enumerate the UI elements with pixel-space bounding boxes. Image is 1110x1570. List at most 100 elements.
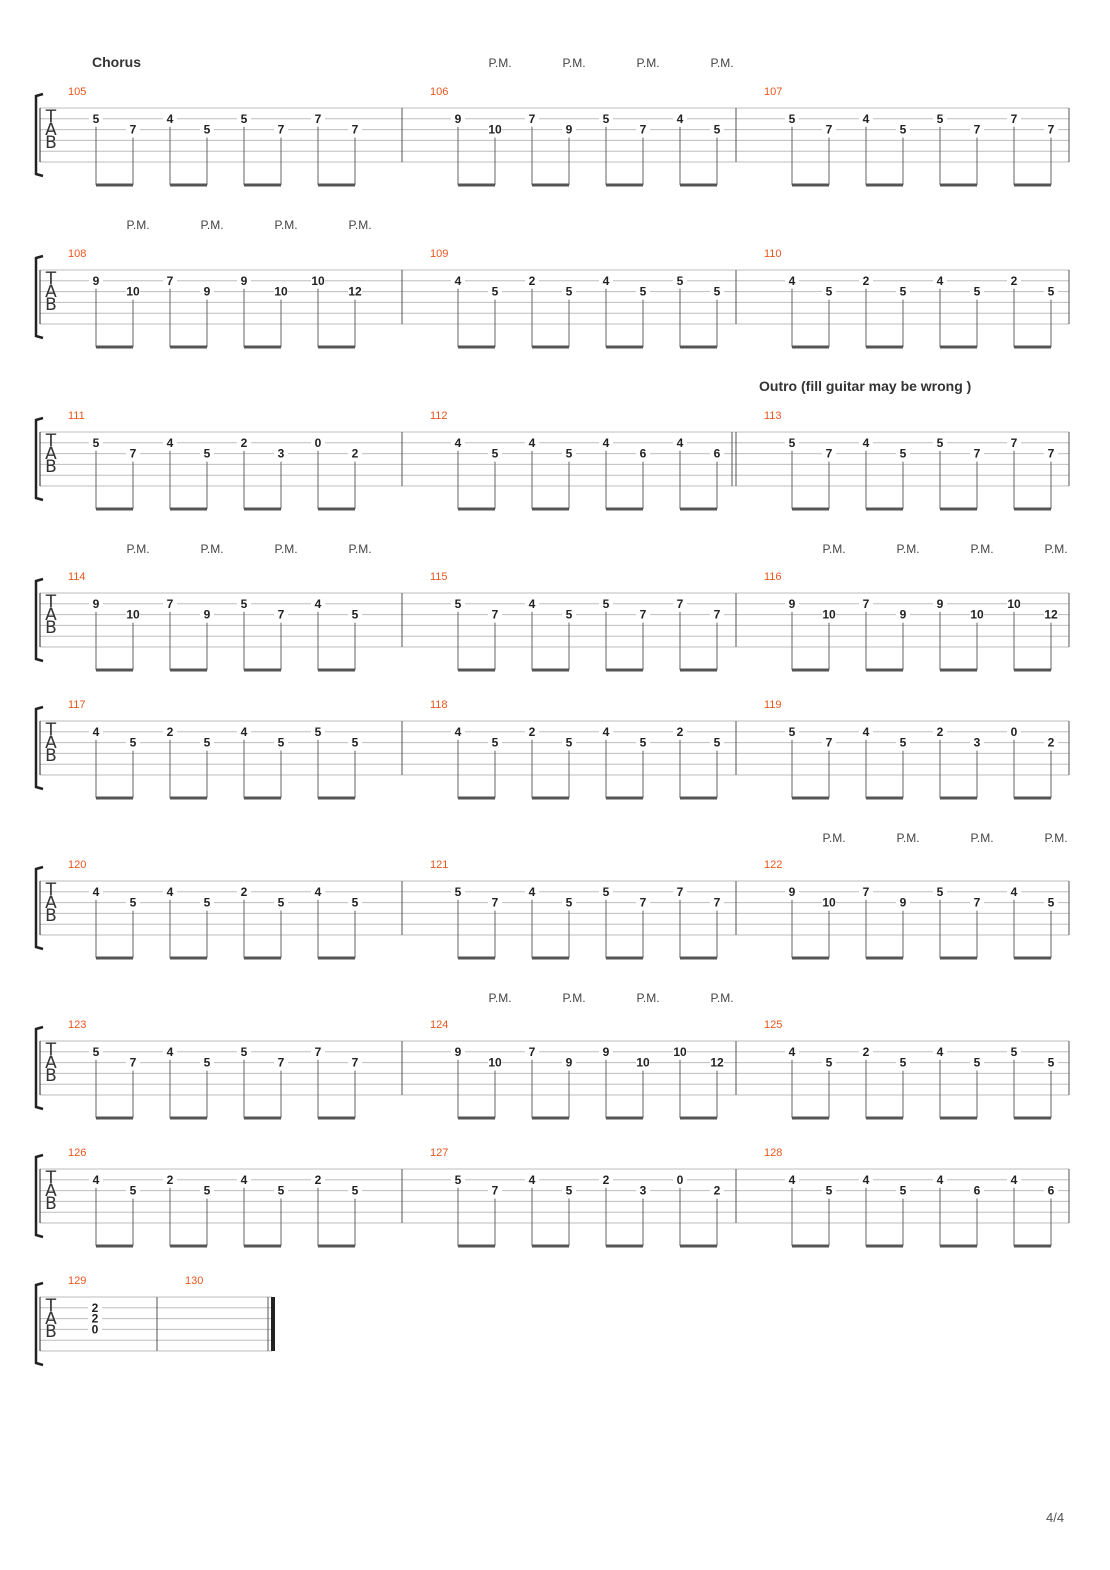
fret-bg bbox=[673, 886, 687, 898]
fret-bg bbox=[896, 448, 910, 460]
measure-number: 127 bbox=[430, 1147, 448, 1159]
measure-number: 108 bbox=[68, 248, 86, 260]
fret-number: 5 bbox=[1011, 1045, 1018, 1059]
fret-number: 5 bbox=[900, 1056, 907, 1070]
fret-number: 12 bbox=[1044, 608, 1058, 622]
fret-number: 4 bbox=[603, 436, 610, 450]
fret-bg bbox=[488, 448, 502, 460]
fret-bg bbox=[822, 1185, 836, 1197]
palm-mute-mark: P.M. bbox=[1044, 542, 1067, 556]
fret-bg bbox=[562, 737, 576, 749]
fret-number: 4 bbox=[455, 436, 462, 450]
fret-bg bbox=[88, 1313, 102, 1325]
fret-number: 5 bbox=[826, 1184, 833, 1198]
fret-number: 5 bbox=[640, 285, 647, 299]
fret-number: 4 bbox=[455, 274, 462, 288]
fret-bg bbox=[348, 1057, 362, 1069]
fret-bg bbox=[200, 1057, 214, 1069]
palm-mute-mark: P.M. bbox=[274, 542, 297, 556]
fret-bg bbox=[348, 609, 362, 621]
fret-number: 10 bbox=[1007, 597, 1021, 611]
fret-bg bbox=[710, 286, 724, 298]
fret-bg bbox=[488, 124, 502, 136]
fret-number: 4 bbox=[315, 885, 322, 899]
fret-bg bbox=[237, 598, 251, 610]
fret-bg bbox=[89, 886, 103, 898]
fret-bg bbox=[636, 448, 650, 460]
fret-bg bbox=[126, 897, 140, 909]
fret-number: 5 bbox=[204, 447, 211, 461]
fret-number: 5 bbox=[204, 1184, 211, 1198]
fret-number: 7 bbox=[130, 447, 137, 461]
palm-mute-mark: P.M. bbox=[822, 542, 845, 556]
fret-bg bbox=[859, 113, 873, 125]
fret-number: 9 bbox=[455, 1045, 462, 1059]
fret-bg bbox=[859, 886, 873, 898]
fret-bg bbox=[451, 886, 465, 898]
final-barline-thick bbox=[271, 1297, 275, 1351]
tab-clef-letter: A bbox=[45, 1181, 57, 1201]
fret-bg bbox=[599, 275, 613, 287]
fret-number: 7 bbox=[492, 608, 499, 622]
measure-number: 128 bbox=[764, 1147, 782, 1159]
fret-number: 5 bbox=[204, 736, 211, 750]
fret-number: 2 bbox=[352, 447, 359, 461]
fret-number: 5 bbox=[204, 123, 211, 137]
fret-bg bbox=[822, 737, 836, 749]
measure-number: 125 bbox=[764, 1019, 782, 1031]
fret-bg bbox=[710, 124, 724, 136]
fret-bg bbox=[896, 897, 910, 909]
fret-bg bbox=[89, 1046, 103, 1058]
tab-clef-letter: A bbox=[45, 733, 57, 753]
fret-bg bbox=[599, 726, 613, 738]
palm-mute-mark: P.M. bbox=[562, 991, 585, 1005]
fret-bg bbox=[200, 737, 214, 749]
fret-number: 5 bbox=[566, 896, 573, 910]
fret-bg bbox=[237, 1174, 251, 1186]
fret-bg bbox=[970, 286, 984, 298]
tab-clef-letter: T bbox=[45, 269, 57, 289]
final-system-system-bracket bbox=[34, 1281, 44, 1367]
measure-number: 130 bbox=[185, 1275, 203, 1287]
fret-bg bbox=[673, 437, 687, 449]
fret-bg bbox=[89, 275, 103, 287]
system-1-system-bracket bbox=[34, 254, 44, 340]
tab-clef-letter: A bbox=[45, 893, 57, 913]
fret-number: 10 bbox=[274, 285, 288, 299]
fret-number: 4 bbox=[863, 1173, 870, 1187]
fret-number: 10 bbox=[488, 1056, 502, 1070]
fret-number: 9 bbox=[455, 112, 462, 126]
system-6-system-bracket bbox=[34, 1025, 44, 1111]
fret-bg bbox=[933, 726, 947, 738]
fret-bg bbox=[562, 448, 576, 460]
palm-mute-mark: P.M. bbox=[488, 56, 511, 70]
fret-number: 4 bbox=[167, 436, 174, 450]
fret-bg bbox=[710, 1185, 724, 1197]
fret-bg bbox=[163, 726, 177, 738]
fret-bg bbox=[488, 609, 502, 621]
fret-number: 9 bbox=[900, 896, 907, 910]
fret-bg bbox=[1044, 897, 1058, 909]
fret-bg bbox=[673, 1046, 687, 1058]
fret-bg bbox=[237, 275, 251, 287]
measure-number: 115 bbox=[430, 571, 448, 583]
fret-bg bbox=[126, 1057, 140, 1069]
measure-number: 121 bbox=[430, 859, 448, 871]
fret-number: 7 bbox=[1011, 436, 1018, 450]
fret-number: 7 bbox=[714, 608, 721, 622]
fret-number: 4 bbox=[677, 436, 684, 450]
fret-bg bbox=[126, 1185, 140, 1197]
fret-number: 7 bbox=[826, 123, 833, 137]
fret-bg bbox=[785, 598, 799, 610]
palm-mute-mark: P.M. bbox=[636, 991, 659, 1005]
fret-bg bbox=[1007, 726, 1021, 738]
fret-bg bbox=[859, 598, 873, 610]
fret-number: 7 bbox=[826, 736, 833, 750]
fret-bg bbox=[636, 1057, 650, 1069]
fret-number: 7 bbox=[315, 112, 322, 126]
fret-number: 5 bbox=[900, 736, 907, 750]
fret-bg bbox=[525, 726, 539, 738]
fret-number: 7 bbox=[974, 896, 981, 910]
fret-bg bbox=[88, 1324, 102, 1336]
